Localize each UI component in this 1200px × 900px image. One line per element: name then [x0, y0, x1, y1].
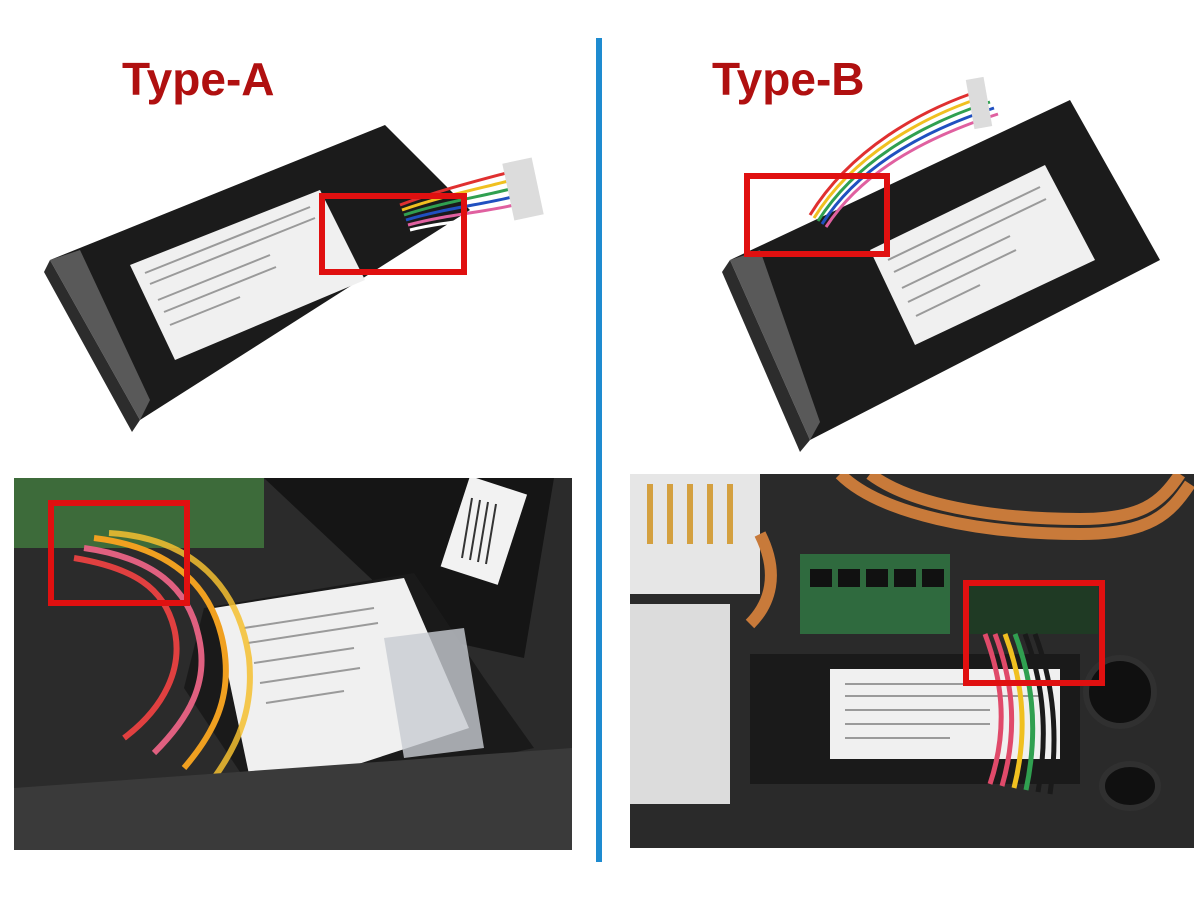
type-a-installed-photo	[14, 478, 572, 850]
label-text-lines	[887, 186, 1047, 317]
heatsink-plate	[630, 604, 730, 804]
highlight-box	[963, 580, 1105, 686]
label-text-lines	[243, 607, 379, 704]
barcode-lines	[461, 497, 497, 565]
highlight-box	[48, 500, 190, 606]
chassis-edge	[14, 748, 572, 850]
wire-connector	[965, 76, 993, 130]
highlight-box	[744, 173, 890, 257]
type-b-installed-photo	[630, 474, 1194, 848]
connector-board	[968, 586, 1098, 634]
type-b-battery-photo	[700, 70, 1180, 460]
ribbon-cable	[73, 530, 253, 780]
battery-label	[870, 165, 1095, 345]
battery-edge-highlight	[730, 250, 820, 440]
wire-connector	[502, 157, 544, 221]
speaker-large	[1083, 655, 1157, 729]
battery-edge	[722, 260, 810, 452]
label-text-lines	[144, 206, 316, 326]
panel-divider	[596, 38, 602, 862]
type-a-title: Type-A	[122, 53, 275, 105]
socket-pins	[647, 484, 733, 544]
speaker-small	[1099, 761, 1161, 811]
battery-wires	[982, 633, 1057, 795]
heat-pipes	[745, 474, 1194, 629]
battery-edge-highlight	[50, 250, 150, 420]
ram-chips	[810, 569, 944, 587]
type-a-battery-photo	[40, 110, 560, 450]
label-sticker	[384, 628, 484, 758]
type-b-title: Type-B	[712, 53, 865, 105]
highlight-box	[319, 193, 467, 275]
battery-edge	[44, 260, 140, 432]
ram-module	[800, 554, 950, 634]
